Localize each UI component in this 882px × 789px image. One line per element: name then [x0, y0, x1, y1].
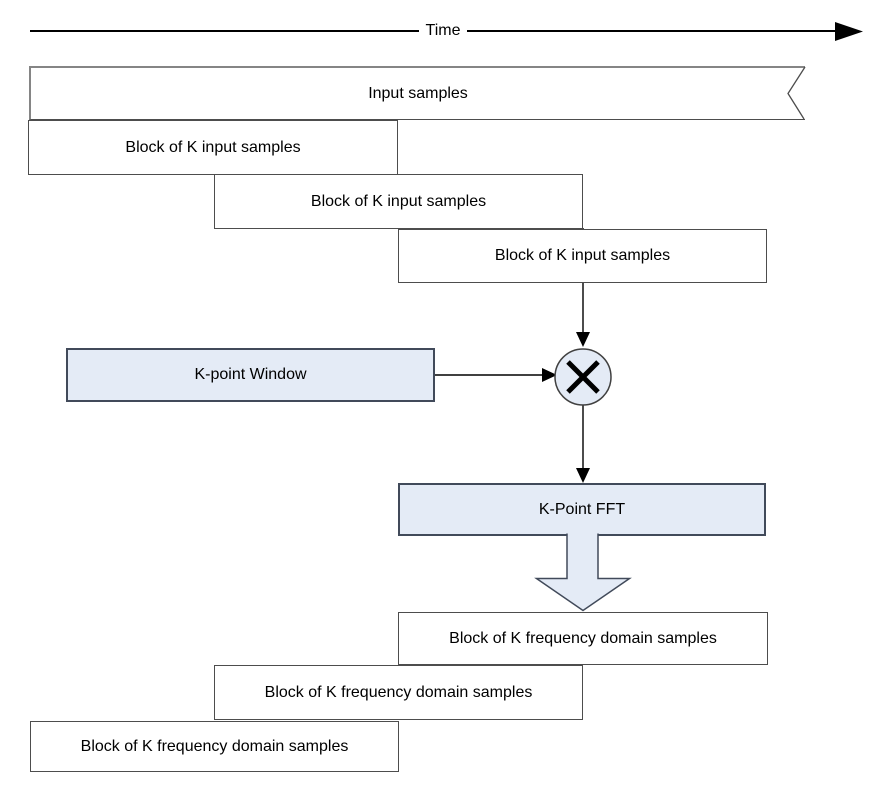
input-block-label: Block of K input samples [125, 138, 301, 156]
input-block-label: Block of K input samples [494, 247, 671, 265]
right-arrowhead-icon [542, 368, 557, 382]
output-block: Block of K frequency domain samples [30, 721, 399, 772]
output-block-label: Block of K frequency domain samples [80, 737, 349, 755]
output-block-label: Block of K frequency domain samples [449, 629, 717, 647]
k-point-window-label: K-point Window [194, 366, 307, 384]
output-block-label: Block of K frequency domain samples [264, 683, 533, 701]
multiplier-circle [554, 348, 612, 406]
time-axis-label: Time [419, 21, 467, 41]
k-point-fft-box: K-Point FFT [398, 483, 766, 536]
multiply-icon [566, 360, 600, 394]
input-block: Block of K input samples [214, 174, 583, 229]
input-block: Block of K input samples [28, 120, 398, 175]
down-arrowhead-icon [576, 468, 590, 483]
time-arrowhead-icon [835, 22, 863, 41]
input-samples-label: Input samples [368, 84, 468, 102]
output-block: Block of K frequency domain samples [214, 665, 583, 720]
input-block: Block of K input samples [398, 229, 767, 283]
input-samples-box: Input samples [29, 66, 805, 120]
k-point-fft-label: K-Point FFT [538, 500, 626, 518]
down-arrowhead-icon [576, 332, 590, 347]
down-block-arrow-icon [534, 533, 632, 612]
k-point-window-box: K-point Window [66, 348, 435, 402]
input-block-label: Block of K input samples [310, 192, 487, 210]
output-block: Block of K frequency domain samples [398, 612, 768, 665]
